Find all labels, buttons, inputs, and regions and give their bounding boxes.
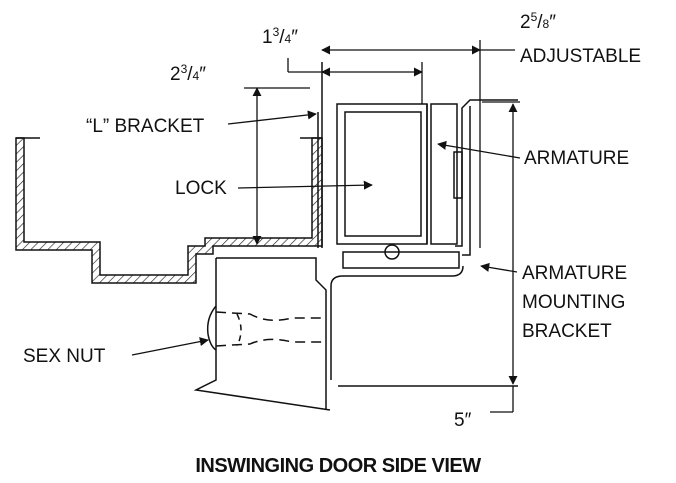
dim-2-3-4-label: 23/4″ <box>170 62 206 85</box>
door-frame <box>15 137 323 284</box>
lock-label: LOCK <box>175 178 227 199</box>
dim-1-3-4-label: 13/4″ <box>262 25 298 48</box>
lock-body <box>336 103 428 245</box>
door-sex-nut-assembly <box>193 257 331 411</box>
l-bracket <box>317 62 323 248</box>
armature-mounting-bracket-label-3: BRACKET <box>522 321 612 342</box>
armature-label: ARMATURE <box>524 148 629 169</box>
dimension-lines <box>244 40 520 413</box>
armature-plate <box>430 103 463 245</box>
leader-lines <box>131 110 521 356</box>
armature-mounting-bracket-label-2: MOUNTING <box>522 292 625 313</box>
armature-mounting-bracket <box>330 99 518 387</box>
adjustable-label: ADJUSTABLE <box>520 46 641 67</box>
l-bracket-label: “L” BRACKET <box>86 116 205 137</box>
dim-5-label: 5″ <box>454 410 472 431</box>
sex-nut-label: SEX NUT <box>23 346 106 367</box>
dim-2-5-8-label: 25/8″ <box>520 10 556 33</box>
armature-mounting-bracket-label-1: ARMATURE <box>522 263 627 284</box>
diagram-title: INSWINGING DOOR SIDE VIEW <box>195 455 481 477</box>
